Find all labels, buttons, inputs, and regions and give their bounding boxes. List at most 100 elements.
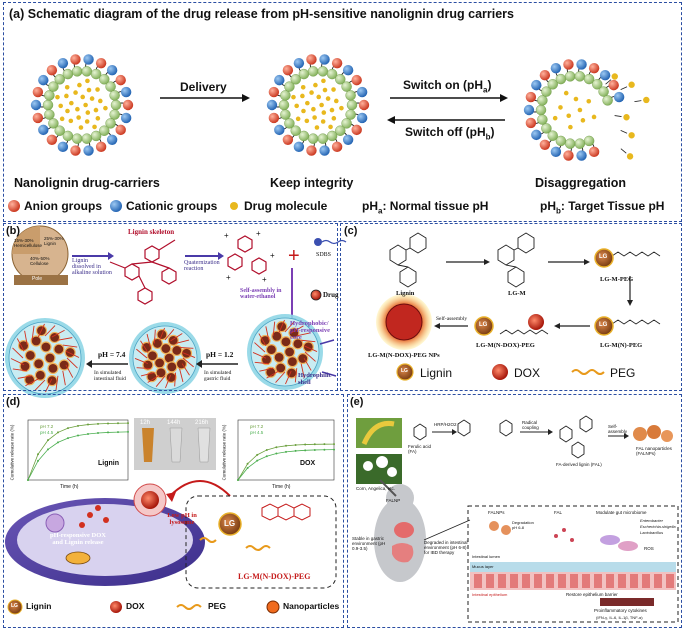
ph-12-label: pH = 1.2: [206, 350, 234, 359]
legend-d-dox: DOX: [126, 601, 145, 611]
switch-on-label: Switch on (pHa): [403, 78, 492, 95]
wood-lignin: 25%-30% Lignin: [44, 236, 64, 246]
modulate-label: Modulate gut microbiome: [596, 510, 647, 515]
nanolignin-carrier-disaggregated: [523, 59, 650, 161]
lgmnpeg-label: LG-M(N)-PEG: [600, 342, 643, 349]
conjugate-lg: LG: [224, 519, 236, 528]
chart1-legend-45: pH 4.5: [40, 430, 54, 435]
hrp-label: HRP/H2O2: [434, 422, 457, 427]
chart2-legend-72: pH 7.2: [250, 424, 264, 429]
panel-b: [3, 223, 338, 391]
hydrophilic-label: Hydrophilic shell: [298, 372, 332, 386]
lignin-struct-label: Lignin: [396, 290, 415, 297]
svg-text:+: +: [270, 251, 275, 260]
legend-d-lignin: Lignin: [26, 601, 52, 611]
chart1-ylabel: Cumulative release rate (%): [9, 424, 15, 481]
conjugate-label: LG-M(N-DOX)-PEG: [238, 572, 311, 581]
cytokines-label: Proinflammatory cytokines: [594, 608, 647, 613]
stable-label: Stable in gastric environment (pH 0.9-3.…: [352, 536, 386, 551]
ph-74-label: pH = 7.4: [98, 350, 126, 359]
cation-legend-icon: [110, 200, 122, 212]
lg-ball-2: LG: [599, 322, 608, 328]
lgm-label: LG-M: [508, 290, 526, 297]
legend-d-lg: LG: [11, 603, 18, 609]
lignin-release-chart: [27, 419, 129, 481]
lg-ball-3: LG: [479, 322, 488, 328]
chart1-xlabel: Time (h): [60, 484, 79, 490]
delivery-label: Delivery: [180, 80, 227, 94]
nanolignin-carriers-label: Nanolignin drug-carriers: [14, 176, 160, 190]
lignin-skeleton-label: Lignin skeleton: [128, 228, 175, 236]
nps-label: LG-M(N-DOX)-PEG NPs: [368, 352, 440, 359]
ros-label: ROS: [644, 546, 654, 551]
epithelium-label: Intestinal epithelium: [472, 592, 508, 597]
svg-text:+: +: [256, 229, 261, 238]
panel-e: [347, 394, 682, 628]
ph-74-sub: In simulated intestinal fluid: [94, 370, 126, 382]
e-self-assembly-label: Self-assembly: [608, 424, 628, 434]
nanolignin-carrier-1: [30, 54, 134, 156]
lgmndoxpeg-label: LG-M(N-DOX)-PEG: [476, 342, 535, 349]
wood-pole: Pole: [32, 276, 43, 282]
restore-label: Restore epithelium barrier: [566, 592, 618, 597]
box-degradation: Degradation pH 6-8: [512, 520, 534, 530]
svg-text:+: +: [262, 275, 267, 284]
degraded-label: Degraded in intestinal environment (pH 6…: [424, 540, 468, 555]
svg-text:+: +: [226, 273, 231, 282]
lgmpeg-label: LG-M-PEG: [600, 276, 634, 283]
radical-label: Radical coupling: [522, 420, 539, 430]
chart2-ylabel: Cumulative release rate (%): [221, 424, 227, 481]
legend-c-lg: LG: [401, 368, 408, 374]
photo-12h: 12h: [140, 420, 151, 426]
legend-anion: Anion groups: [24, 199, 102, 213]
c-self-assembly-label: Self-assembly: [436, 316, 468, 322]
panel-e-label: (e): [350, 396, 364, 408]
falnp-syringe-label: FALNP: [386, 498, 401, 503]
cytokine-list-label: (IFN-γ, IL-6, IL-1β, TNF-α): [596, 615, 643, 620]
panel-b-label: (b): [6, 225, 21, 237]
drug-legend-icon: [230, 202, 238, 210]
panel-a-title: (a) Schematic diagram of the drug releas…: [9, 7, 514, 21]
fal-label: FA-derived lignin (FAL): [556, 462, 602, 467]
photo-216h: 216h: [195, 420, 209, 426]
lumen-label: Intestinal lumen: [472, 554, 501, 559]
photo-144h: 144h: [167, 420, 181, 426]
escherichia-label: Escherichia-shigella: [640, 524, 676, 529]
chart-dox-title: DOX: [300, 460, 316, 467]
lg-ball-1: LG: [599, 254, 608, 260]
panel-d: [3, 394, 344, 628]
sources-label: Corn, Angelica, etc.: [356, 486, 396, 491]
switch-off-label: Switch off (pHb): [405, 125, 495, 142]
chart2-legend-45: pH 4.5: [250, 430, 264, 435]
enterobacter-label: Enterobacter: [640, 518, 663, 523]
legend-d-np: Nanoparticles: [283, 601, 340, 611]
anion-legend-icon: [8, 200, 20, 212]
panel-c: [340, 223, 682, 391]
sdbs-label: SDBS: [316, 252, 332, 258]
chart1-legend-72: pH 7.2: [40, 424, 54, 429]
legend-d-peg: PEG: [208, 601, 226, 611]
legend-phb: pHb: Target Tissue pH: [540, 199, 665, 216]
hydrophobic-label: Hydrophobic/ pH-responsive core: [290, 320, 330, 341]
dissolved-label: Lignin dissolved in alkaline solution: [72, 258, 112, 276]
drug-label: Drug: [323, 291, 339, 299]
disaggregation-label: Disaggregation: [535, 176, 626, 190]
ferulic-label: Ferulic acid (FA): [408, 444, 432, 454]
ph-responsive-label: pH-responsive DOX and Lignin release: [49, 532, 107, 546]
falnps-label: FAL nanoparticles (FALNPs): [636, 446, 672, 456]
mucus-label: Mucus layer: [472, 564, 494, 569]
legend-c-lignin: Lignin: [420, 366, 453, 380]
wood-hemicellulose: 15%-30% Hemicellulose: [14, 238, 43, 248]
legend-c-dox: DOX: [514, 366, 541, 380]
chart2-xlabel: Time (h): [272, 484, 291, 490]
lactobacillus-label: Lactobacillus: [640, 530, 664, 535]
svg-text:+: +: [288, 245, 300, 267]
wood-cellulose: 40%-50% Cellulose: [30, 256, 50, 266]
box-fal: FAL: [554, 510, 563, 515]
self-assembly-label: Self-assembly in water-ethanol: [240, 288, 282, 300]
dox-release-chart: [237, 419, 335, 481]
legend-cation: Cationic groups: [126, 199, 218, 213]
box-falnps: FALNPs: [488, 510, 505, 515]
legend-c-peg: PEG: [610, 366, 636, 380]
